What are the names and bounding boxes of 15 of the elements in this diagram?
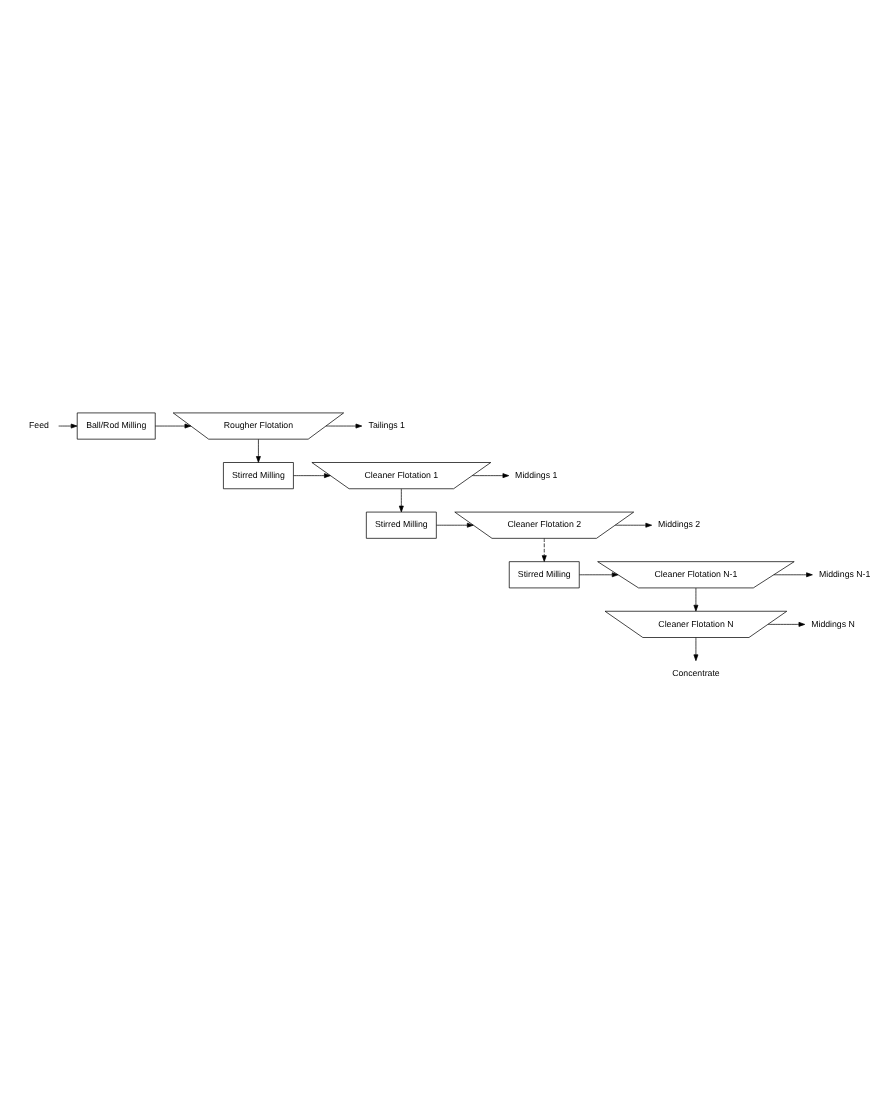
arrow (541, 538, 547, 562)
arrow (471, 473, 510, 479)
arrow (614, 522, 653, 528)
arrow (325, 423, 363, 429)
arrow (579, 572, 619, 578)
arrow (436, 522, 474, 528)
arrow (293, 473, 331, 479)
arrow (256, 438, 261, 463)
arrow (398, 488, 404, 513)
arrow (154, 423, 192, 429)
arrow (693, 587, 699, 612)
arrow (58, 423, 78, 429)
arrow (693, 637, 699, 661)
arrow (767, 621, 806, 627)
arrow (773, 572, 813, 578)
